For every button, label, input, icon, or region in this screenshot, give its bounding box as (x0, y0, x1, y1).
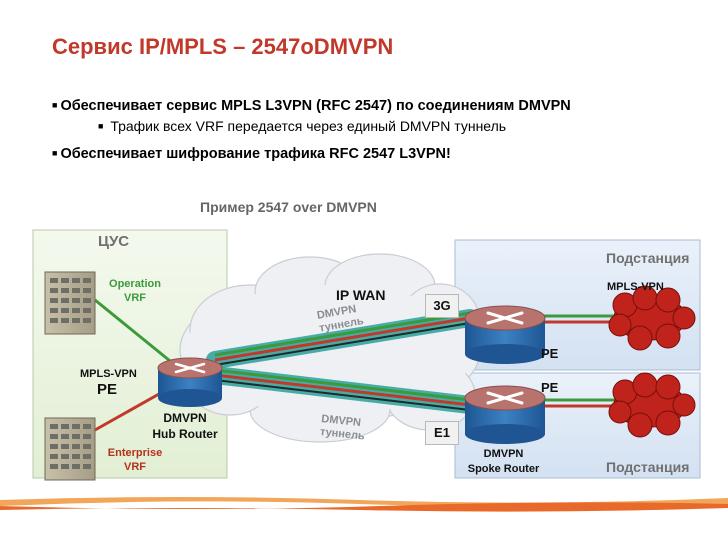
pe-bottom-right-label: PE (541, 380, 559, 395)
hub-site-label: ЦУС (98, 233, 130, 250)
substation-top-label: Подстанция (606, 250, 690, 266)
substation-bottom-label: Подстанция (606, 459, 690, 475)
bullet-square-icon: ■ (98, 121, 104, 131)
router-icon (464, 385, 546, 444)
vrf-cloud-icon (608, 372, 696, 438)
dmvpn-tunnel-top (206, 309, 479, 369)
server-icon (44, 271, 96, 335)
bullet-1: ■Обеспечивает сервис MPLS L3VPN (RFC 254… (52, 98, 571, 114)
link-e1-badge: E1 (425, 421, 459, 445)
router-icon (464, 305, 546, 364)
dmvpn-hub-router-label: DMVPN Hub Router (152, 411, 218, 441)
operation-vrf-label: Operation VRF (109, 278, 161, 304)
tunnel-bottom-label: DMVPN туннель (319, 413, 366, 443)
link-3g-badge: 3G (425, 294, 459, 318)
slide-title: Сервис IP/MPLS – 2547oDMVPN (52, 34, 394, 59)
dmvpn-spoke-router-label: DMVPN Spoke Router (467, 448, 540, 475)
mpls-vpn-left-label: MPLS-VPN (80, 368, 137, 380)
footer-band (0, 496, 728, 546)
example-caption: Пример 2547 over DMVPN (200, 199, 377, 215)
ip-wan-label: IP WAN (336, 287, 386, 303)
dmvpn-tunnel-bottom (206, 366, 479, 414)
bullet-2: ■ Трафик всех VRF передается через едины… (98, 118, 507, 134)
mpls-vpn-right-label: MPLS-VPN (607, 281, 664, 293)
pe-top-right-label: PE (541, 346, 559, 361)
enterprise-vrf-label: Enterprise VRF (107, 447, 163, 473)
server-icon (44, 417, 96, 481)
bullet-3: ■Обеспечивает шифрование трафика RFC 254… (52, 146, 451, 162)
router-icon (157, 357, 223, 407)
bullet-square-icon: ■ (52, 100, 58, 110)
bullet-square-icon: ■ (52, 148, 58, 158)
vrf-cloud-icon (608, 285, 696, 351)
pe-left-label: PE (97, 381, 118, 398)
